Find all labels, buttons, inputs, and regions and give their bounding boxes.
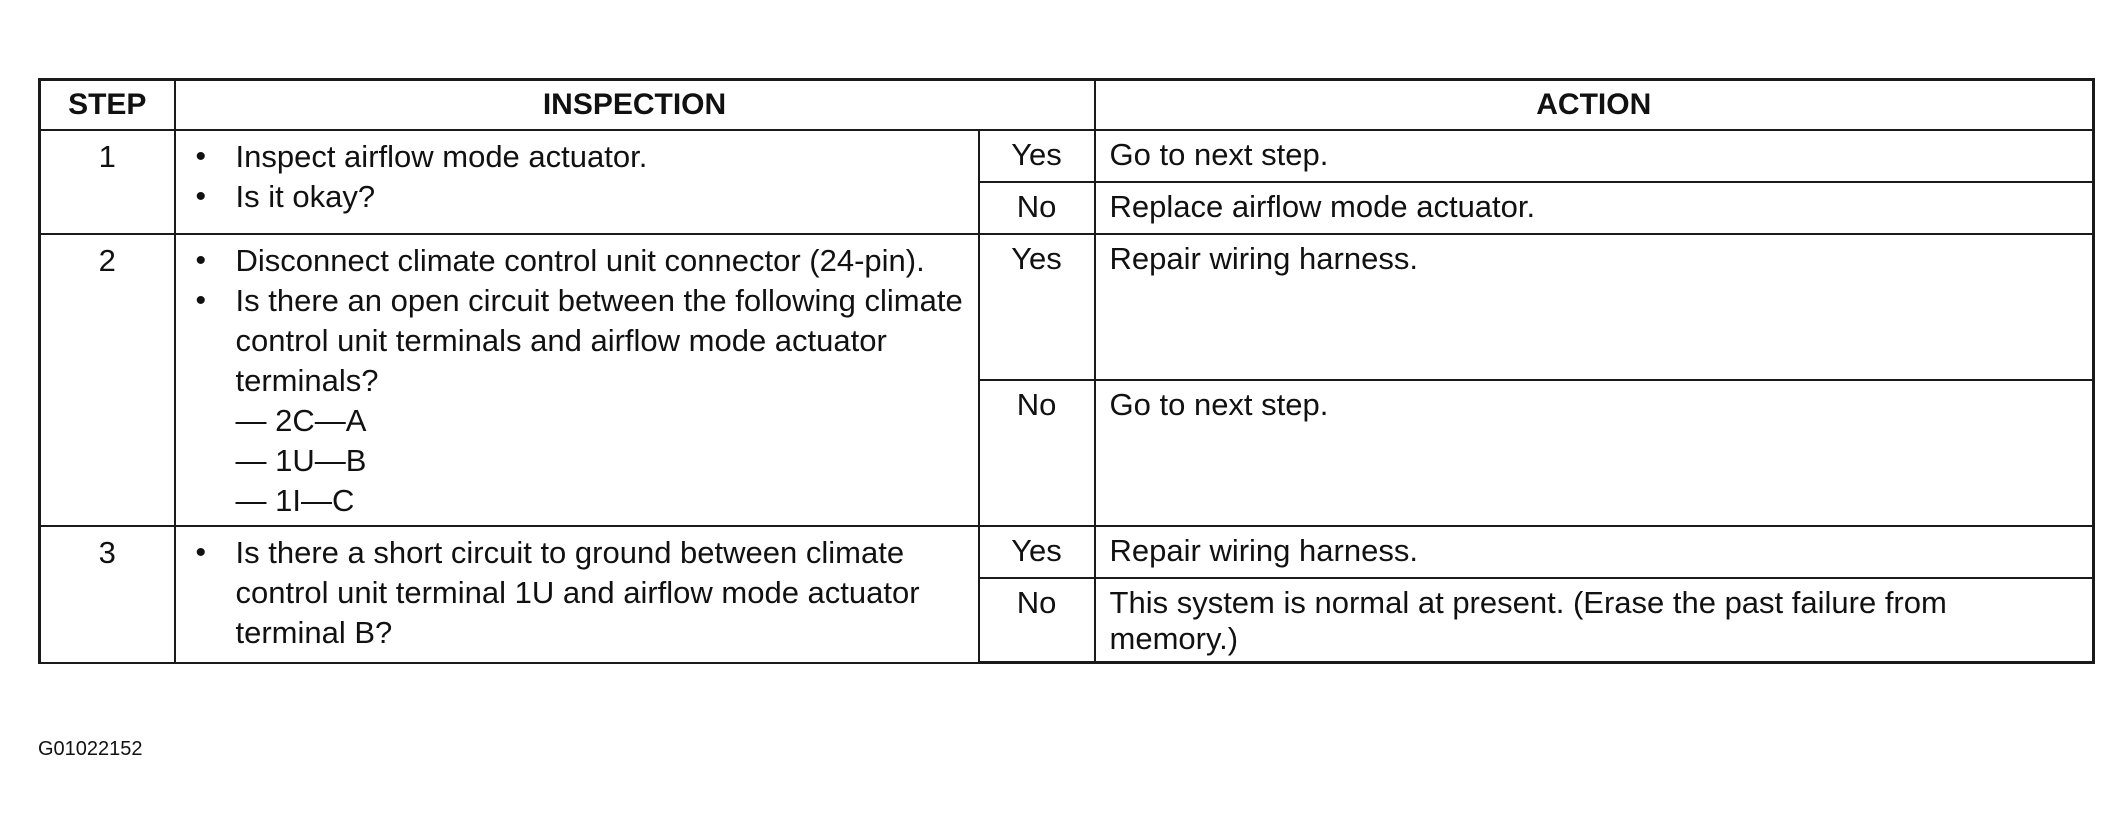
- inspection-cell: • Inspect airflow mode actuator. • Is it…: [173, 129, 980, 235]
- inspection-item: • Inspect airflow mode actuator.: [196, 137, 968, 177]
- bullet-icon: •: [195, 180, 207, 213]
- terminal-pair: — 1U—B: [235, 443, 367, 478]
- bullet-icon: •: [195, 536, 207, 569]
- header-step: STEP: [38, 78, 176, 131]
- header-inspection: INSPECTION: [173, 78, 1096, 131]
- action-cell: This system is normal at present. (Erase…: [1093, 577, 2096, 664]
- table-row: 3 • Is there a short circuit to ground b…: [38, 525, 2096, 664]
- bullet-icon: •: [195, 244, 207, 277]
- inspection-item: • Is it okay?: [196, 177, 968, 217]
- inspection-cell: • Disconnect climate control unit connec…: [173, 233, 980, 527]
- terminal-pair: — 1I—C: [235, 483, 355, 518]
- step-number: 2: [38, 233, 176, 527]
- answer-yes: Yes: [977, 525, 1096, 579]
- answer-no: No: [977, 181, 1096, 235]
- action-cell: Repair wiring harness.: [1093, 233, 2096, 381]
- step-number: 1: [38, 129, 176, 235]
- bullet-icon: •: [195, 284, 207, 317]
- step-number: 3: [38, 525, 176, 664]
- diagnostic-table: STEP INSPECTION ACTION 1 • Inspect airfl…: [38, 78, 2096, 664]
- action-cell: Go to next step.: [1093, 129, 2096, 183]
- terminal-pair: — 2C—A: [235, 403, 367, 438]
- table-row: 2 • Disconnect climate control unit conn…: [38, 233, 2096, 527]
- table-row: No Replace airflow mode actuator.: [40, 181, 2096, 235]
- figure-code: G01022152: [38, 738, 143, 760]
- table-row: No This system is normal at present. (Er…: [40, 577, 2096, 664]
- table-row: No Go to next step.: [40, 379, 2096, 527]
- inspection-cell: • Is there a short circuit to ground bet…: [173, 525, 980, 664]
- table-header-row: STEP INSPECTION ACTION: [38, 78, 2096, 131]
- action-cell: Go to next step.: [1093, 379, 2096, 527]
- answer-yes: Yes: [977, 129, 1096, 183]
- inspection-item: • Is there a short circuit to ground bet…: [195, 535, 920, 650]
- bullet-icon: •: [195, 140, 207, 173]
- action-cell: Replace airflow mode actuator.: [1093, 181, 2096, 235]
- table-row: 1 • Inspect airflow mode actuator. • Is …: [38, 129, 2096, 235]
- diagnostic-table-container: STEP INSPECTION ACTION 1 • Inspect airfl…: [38, 78, 2096, 664]
- answer-no: No: [977, 379, 1096, 527]
- inspection-item: • Is there an open circuit between the f…: [196, 281, 968, 521]
- answer-no: No: [977, 577, 1096, 664]
- answer-yes: Yes: [977, 233, 1096, 381]
- inspection-item: • Disconnect climate control unit connec…: [196, 241, 968, 281]
- header-action: ACTION: [1093, 78, 2096, 131]
- action-cell: Repair wiring harness.: [1093, 525, 2096, 579]
